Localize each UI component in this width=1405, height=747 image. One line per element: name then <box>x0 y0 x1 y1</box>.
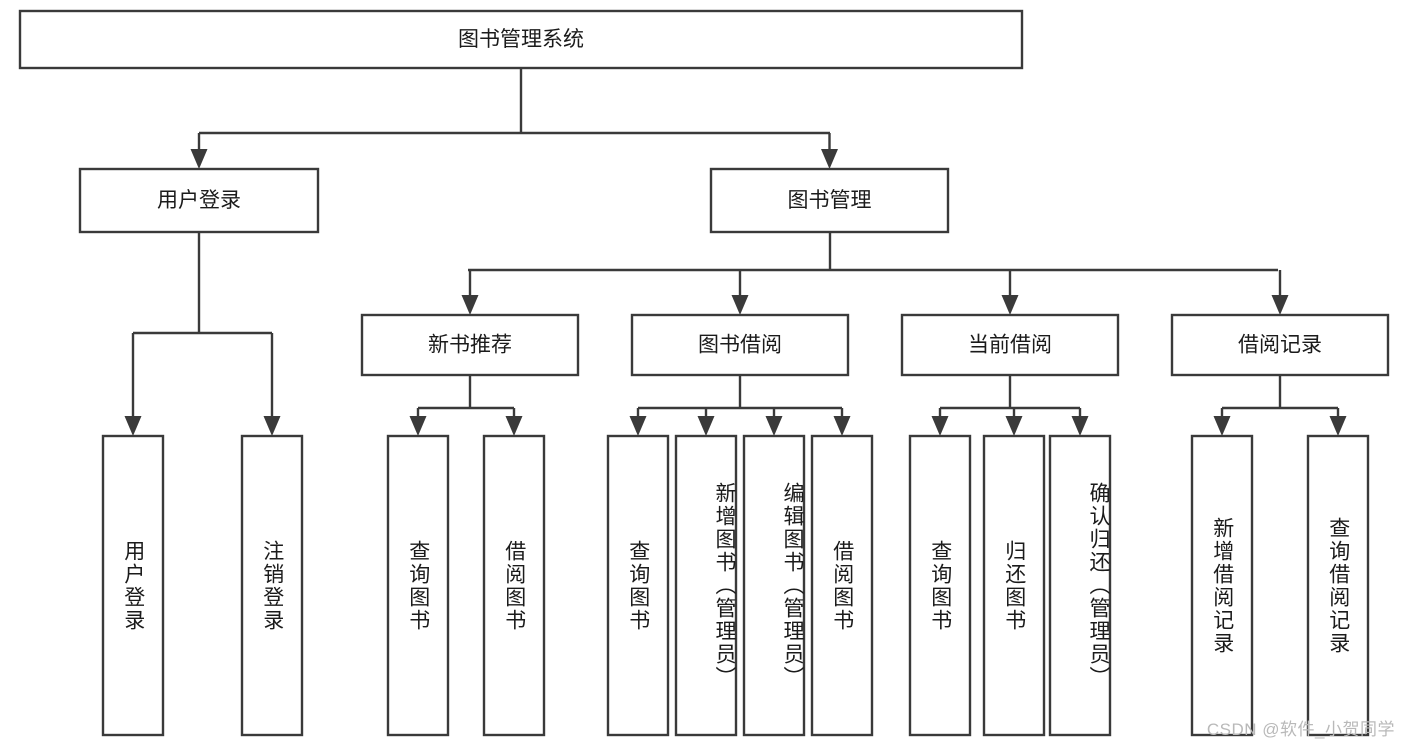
arrow-to-leaf-edit-book <box>765 416 783 436</box>
node-user-login-box[interactable] <box>78 167 320 234</box>
arrow-to-leaf-query-record <box>1329 416 1347 436</box>
node-leaf-return-book-box[interactable] <box>982 434 1046 737</box>
node-user-login-label: 用户登录 <box>157 189 241 212</box>
node-leaf-confirm-return-box[interactable] <box>1048 434 1112 737</box>
arrow-to-leaf-logout <box>263 416 281 436</box>
arrow-to-borrow-record <box>1271 295 1289 315</box>
node-borrow-record-label: 借阅记录 <box>1238 334 1322 357</box>
arrow-to-leaf-query-book-3 <box>931 416 949 436</box>
node-leaf-logout-box[interactable] <box>240 434 304 737</box>
node-leaf-borrow-book-1-box[interactable] <box>482 434 546 737</box>
arrow-to-current-borrow <box>1001 295 1019 315</box>
arrow-to-leaf-return-book <box>1005 416 1023 436</box>
node-current-borrow-label: 当前借阅 <box>968 334 1052 357</box>
node-root-label: 图书管理系统 <box>458 28 584 51</box>
arrow-to-leaf-borrow-book-2 <box>833 416 851 436</box>
arrow-to-leaf-user-login <box>124 416 142 436</box>
arrow-to-leaf-confirm-return <box>1071 416 1089 436</box>
node-leaf-query-record-box[interactable] <box>1306 434 1370 737</box>
arrow-to-book-borrow <box>731 295 749 315</box>
arrow-to-book-manage <box>821 149 838 169</box>
node-book-borrow-label: 图书借阅 <box>698 334 782 357</box>
arrow-to-leaf-query-book-2 <box>629 416 647 436</box>
node-borrow-record-box[interactable] <box>1170 313 1390 377</box>
connectors-layer <box>124 68 1347 436</box>
arrow-to-leaf-borrow-book-1 <box>505 416 523 436</box>
arrow-to-leaf-add-record <box>1213 416 1231 436</box>
watermark-text: CSDN @软件_小贺同学 <box>1206 720 1395 739</box>
node-current-borrow-box[interactable] <box>900 313 1120 377</box>
node-leaf-query-book-2-box[interactable] <box>606 434 670 737</box>
node-book-borrow-box[interactable] <box>630 313 850 377</box>
arrow-to-leaf-query-book-1 <box>409 416 427 436</box>
node-leaf-query-book-1-box[interactable] <box>386 434 450 737</box>
node-book-manage-label: 图书管理 <box>788 189 872 212</box>
node-leaf-add-book-box[interactable] <box>674 434 738 737</box>
node-leaf-query-book-3-box[interactable] <box>908 434 972 737</box>
arrow-to-new-book-recommend <box>461 295 479 315</box>
node-book-manage-box[interactable] <box>709 167 950 234</box>
node-leaf-edit-book-box[interactable] <box>742 434 806 737</box>
arrow-to-leaf-add-book <box>697 416 715 436</box>
node-new-book-recommend-box[interactable] <box>360 313 580 377</box>
node-leaf-user-login-box[interactable] <box>101 434 165 737</box>
node-leaf-borrow-book-2-box[interactable] <box>810 434 874 737</box>
node-leaf-add-record-box[interactable] <box>1190 434 1254 737</box>
boxes-layer <box>18 9 1390 737</box>
node-new-book-recommend-label: 新书推荐 <box>428 334 512 357</box>
arrow-to-user-login <box>190 149 208 169</box>
node-root-box[interactable] <box>18 9 1024 70</box>
